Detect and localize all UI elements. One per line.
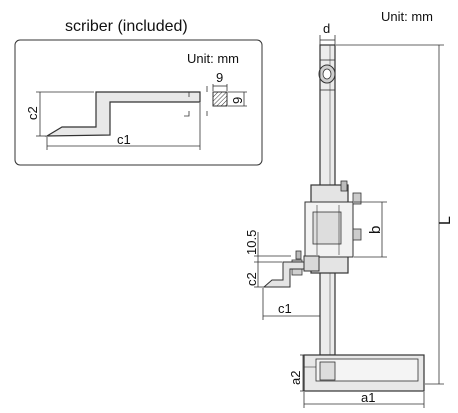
scriber-unit-label: Unit: mm [187,51,239,66]
gauge-scriber [262,261,305,288]
gauge-c2-dim: c2 [244,272,259,286]
scriber-holder [303,255,320,272]
scriber-width-dim: 9 [216,70,223,85]
gauge-unit-label: Unit: mm [381,9,433,24]
scriber-c1-dim: c1 [117,132,131,147]
scriber-shape [44,91,201,137]
gauge-a1-dim: a1 [361,390,375,405]
gauge-b-dim: b [367,226,384,234]
scriber-title: scriber (included) [65,18,188,35]
gauge-c1-dim: c1 [278,301,292,316]
scriber-height-dim: 9 [230,97,245,104]
height-gauge: Unit: mm d b [244,9,454,408]
scriber-inset: scriber (included) Unit: mm 9 9 c2 c1 [14,18,263,166]
gauge-d-dim: d [323,21,330,36]
gauge-L-dim: L [437,216,454,225]
scriber-c2-dim: c2 [25,106,40,120]
lock-screw-top [340,180,348,192]
gauge-10-5-dim: 10.5 [244,230,259,255]
scriber-cross-section [212,91,228,107]
gauge-a2-dim: a2 [288,371,303,385]
